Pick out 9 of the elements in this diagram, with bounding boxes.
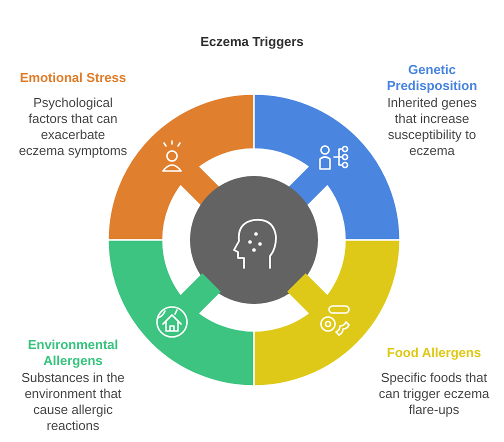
trigger-description: Substances in the environment that cause allergic reactions (20, 370, 126, 434)
trigger-heading: Genetic Predisposition (386, 62, 478, 94)
trigger-heading: Environmental Allergens (26, 337, 120, 369)
trigger-heading: Food Allergens (386, 345, 482, 361)
trigger-description: Inherited genes that increase susceptibility to eczema (386, 95, 478, 159)
diagram-title: Eczema Triggers (199, 34, 305, 49)
trigger-description: Specific foods that can trigger eczema flare-ups (378, 370, 490, 418)
trigger-heading: Emotional Stress (18, 70, 128, 86)
trigger-description: Psychological factors that can exacerbate eczema symptoms (18, 95, 128, 159)
